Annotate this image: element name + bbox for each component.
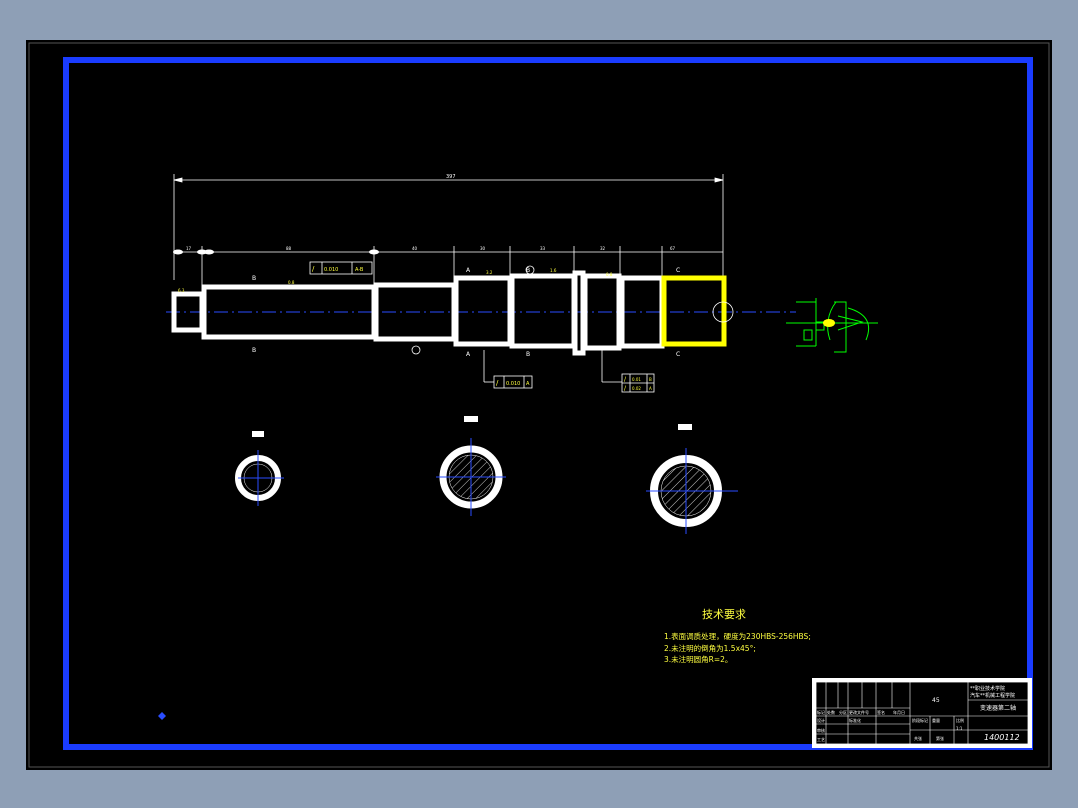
svg-text:C: C (676, 267, 680, 274)
svg-text:A: A (649, 386, 652, 391)
tb-header-change: 更改文件号 (849, 709, 869, 715)
tb-standard: 标准化 (849, 717, 861, 723)
tb-row-review: 审核 (817, 727, 825, 733)
svg-text:0.01: 0.01 (632, 377, 641, 382)
svg-text:1.6: 1.6 (550, 268, 557, 273)
segment-dim-5: 30 (480, 246, 486, 251)
tb-sheet-total: 共张 (914, 735, 922, 741)
svg-text:C: C (676, 351, 680, 358)
tb-sheet-num: 第张 (936, 735, 944, 741)
section-marks: B B A A B B C C (252, 267, 680, 358)
svg-text:B: B (526, 351, 530, 358)
section-view-a (436, 416, 506, 516)
svg-text:3.2: 3.2 (486, 270, 493, 275)
svg-text:A: A (526, 381, 530, 387)
svg-text:/: / (624, 385, 627, 392)
section-view-b (235, 431, 284, 506)
segment-dim-6: 33 (540, 246, 546, 251)
tech-requirement-1: 1.表面调质处理，硬度为230HBS-256HBS; (664, 631, 811, 641)
svg-text:A-B: A-B (355, 267, 364, 273)
drawing-frame (63, 57, 1033, 750)
tech-requirement-2: 2.未注明的倒角为1.5x45°; (664, 643, 756, 653)
tb-header-date: 年月日 (893, 709, 905, 715)
svg-text:B: B (649, 377, 652, 382)
roughness-marks: 0.8 3.2 1.6 0.8 6.3 (178, 268, 613, 293)
segment-dim-3: 88 (286, 246, 292, 251)
tolerance-frame-mid: / 0.010 A (483, 350, 533, 389)
section-view-c (646, 424, 738, 534)
shaft-profile (171, 270, 665, 356)
tb-material: 45 (932, 697, 940, 704)
segment-dim-8: 67 (670, 246, 676, 251)
svg-text:0.02: 0.02 (632, 386, 641, 391)
tb-row-design: 设计 (817, 717, 825, 723)
tolerance-frame-right: / 0.01 B / 0.02 A (601, 350, 655, 393)
tb-header-count: 处数 (827, 709, 835, 715)
segment-dim-1: 17 (186, 246, 192, 251)
tb-drawing-number: 1400112 (984, 733, 1020, 742)
tb-header-sign: 签名 (877, 709, 885, 715)
tolerance-frame-top: / 0.010 A-B (309, 261, 373, 275)
svg-text:0.8: 0.8 (288, 280, 295, 285)
svg-text:6.3: 6.3 (178, 288, 185, 293)
overall-dimension (173, 174, 724, 280)
detail-hole (823, 319, 835, 327)
tech-requirement-3: 3.未注明圆角R=2。 (664, 654, 732, 664)
tech-requirements-title: 技术要求 (702, 608, 746, 621)
svg-text:B: B (526, 267, 530, 274)
tb-school-line2: 汽车**机械工程学院 (970, 692, 1015, 699)
tb-ratio-value: 1:1 (956, 726, 963, 731)
tb-header-mark: 标记 (817, 709, 825, 715)
svg-text:A: A (466, 267, 471, 274)
overall-length-label: 397 (446, 174, 456, 180)
shaft-highlighted-journal (661, 275, 727, 347)
segment-dim-4: 40 (412, 246, 418, 251)
shaft-drawing: 397 17 88 40 30 33 32 67 B B A (28, 42, 1050, 768)
end-center-hole (712, 301, 734, 323)
tb-scale-label: 比例 (956, 717, 964, 723)
segment-dimensions (174, 246, 723, 292)
svg-text:/: / (624, 376, 627, 383)
svg-text:A: A (466, 351, 471, 358)
dimension-arrows (173, 249, 379, 255)
svg-text:B: B (252, 347, 256, 354)
drawing-border-outer (28, 42, 1050, 768)
tb-school-line1: **职业技术学院 (970, 685, 1005, 692)
cad-viewport[interactable]: 397 17 88 40 30 33 32 67 B B A (26, 40, 1052, 770)
tb-row-process: 工艺 (817, 737, 825, 742)
svg-text:B: B (252, 275, 256, 282)
svg-text:/: / (312, 265, 315, 273)
svg-text:0.010: 0.010 (506, 381, 520, 387)
title-block: 45 **职业技术学院 汽车**机械工程学院 变速器第二轴 1400112 标记… (812, 678, 1032, 748)
segment-dim-7: 32 (600, 246, 606, 251)
svg-text:/: / (496, 379, 499, 387)
tb-header-zone: 分区 (839, 709, 847, 715)
tb-stage-label: 阶段标记 (912, 717, 928, 723)
svg-text:0.010: 0.010 (324, 267, 338, 273)
cursor-marker (158, 712, 166, 720)
tb-weight-label: 重量 (932, 717, 940, 723)
tb-part-name: 变速器第二轴 (980, 704, 1016, 712)
detail-callouts (411, 265, 535, 355)
svg-text:0.8: 0.8 (606, 272, 613, 277)
